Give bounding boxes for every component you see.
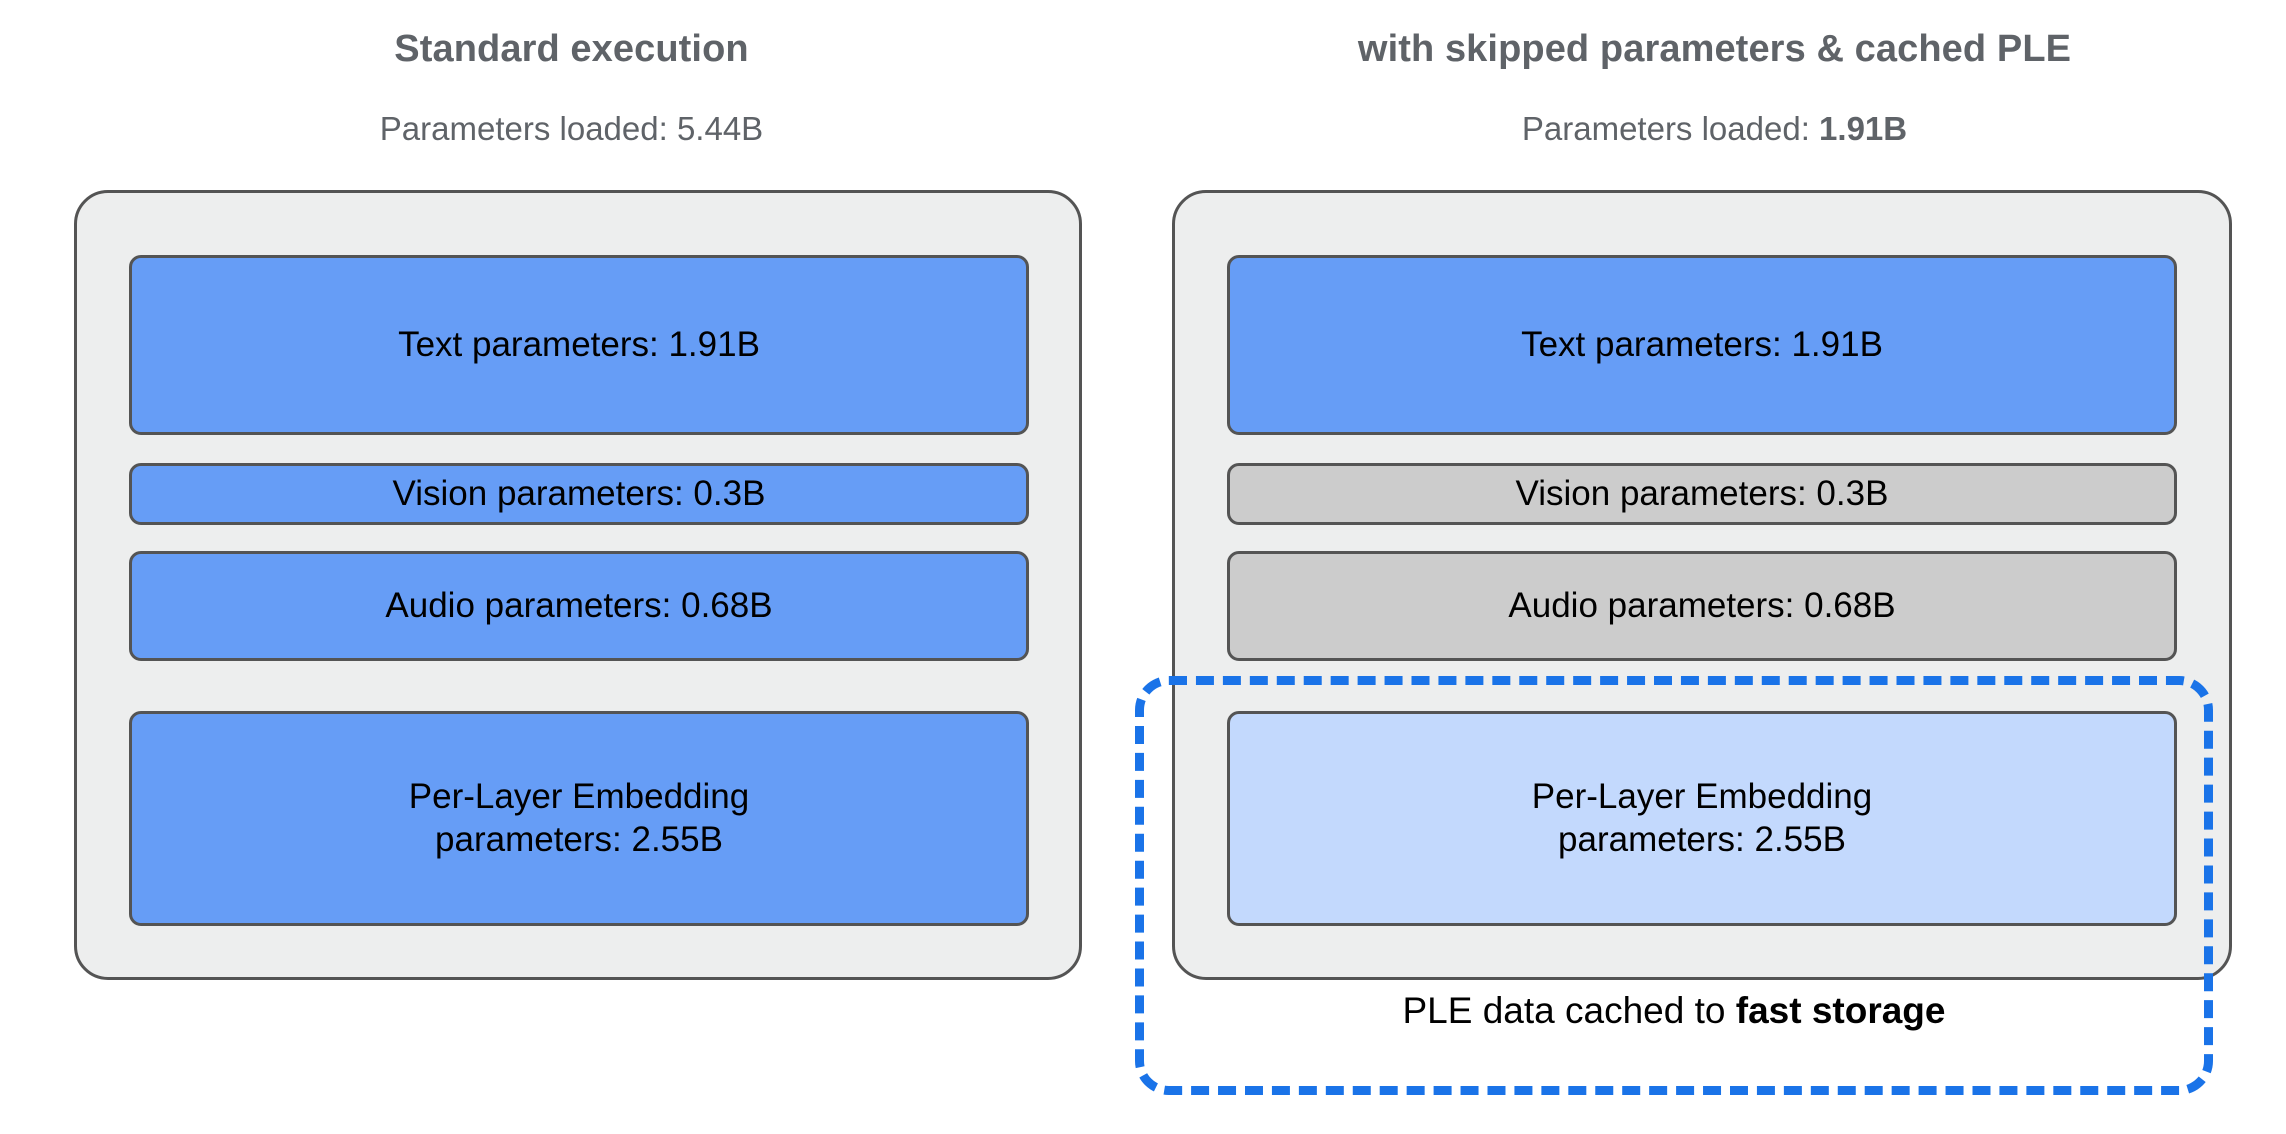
param-bar-vision-skipped: Vision parameters: 0.3B (1227, 463, 2177, 525)
panel-subtitle-standard: Parameters loaded: 5.44B (0, 110, 1143, 148)
subtitle-prefix-standard: Parameters loaded: (379, 110, 677, 147)
param-bar-ple-skipped: Per-Layer Embedding parameters: 2.55B (1227, 711, 2177, 926)
param-bar-text-skipped: Text parameters: 1.91B (1227, 255, 2177, 435)
panel-standard-execution: Standard execution Parameters loaded: 5.… (0, 28, 1143, 980)
param-bar-audio-skipped: Audio parameters: 0.68B (1227, 551, 2177, 661)
cache-caption: PLE data cached to fast storage (1135, 990, 2213, 1032)
cache-caption-prefix: PLE data cached to (1402, 990, 1736, 1031)
panel-title-standard: Standard execution (394, 28, 749, 70)
memory-container-skipped: Text parameters: 1.91B Vision parameters… (1172, 190, 2232, 980)
subtitle-value-standard: 5.44B (676, 110, 764, 147)
param-bar-ple-standard: Per-Layer Embedding parameters: 2.55B (129, 711, 1029, 926)
panel-subtitle-skipped: Parameters loaded: 1.91B (1143, 110, 2286, 148)
memory-container-standard: Text parameters: 1.91B Vision parameters… (74, 190, 1082, 980)
subtitle-value-skipped: 1.91B (1819, 110, 1908, 147)
param-bar-vision-standard: Vision parameters: 0.3B (129, 463, 1029, 525)
panel-title-skipped: with skipped parameters & cached PLE (1357, 28, 2072, 70)
param-bar-text-standard: Text parameters: 1.91B (129, 255, 1029, 435)
subtitle-prefix-skipped: Parameters loaded: (1521, 110, 1820, 147)
panel-skipped-cached: with skipped parameters & cached PLE Par… (1143, 0, 2286, 1134)
cache-caption-emphasis: fast storage (1735, 990, 1946, 1031)
param-bar-audio-standard: Audio parameters: 0.68B (129, 551, 1029, 661)
